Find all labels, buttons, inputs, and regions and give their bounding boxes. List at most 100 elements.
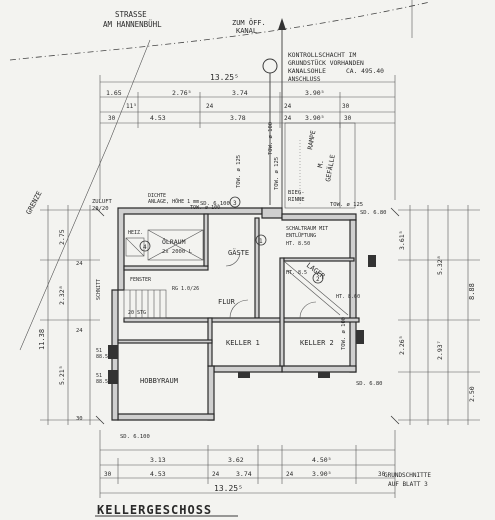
top-dimension-lines (99, 75, 396, 200)
top-dim-4: 3.90⁵ (305, 89, 325, 97)
schalt-label-2: ENTLÜFTUNG (286, 232, 316, 239)
ref-level-4: SD. 6.80 (356, 381, 383, 387)
fenster-label: FENSTER (130, 277, 152, 283)
dichte-label-1: DICHTE (148, 193, 166, 199)
rohr-label: RG 1.0/26 (172, 286, 199, 292)
lager-diagonal (284, 261, 349, 316)
treppe-label: 20 STG (128, 310, 146, 316)
tow-label-4: TOW. ø 125 (236, 155, 242, 188)
kontroll-line-5: ANSCHLUSS (288, 76, 321, 83)
tow-label-1: TOW. ø 125 (274, 157, 280, 190)
top-dim-2: 2.76⁵ (172, 89, 192, 97)
kontroll-line-1: KONTROLLSCHACHT IM (288, 52, 356, 59)
ref-level-3: SD. 6.100 (200, 201, 230, 207)
bottom-dim-8: 24 (286, 471, 294, 478)
right-dim-4: 2.26⁵ (398, 335, 406, 355)
basement-outline (111, 207, 357, 421)
oelraum-label-1: ÖLRAUM (162, 237, 186, 246)
dichte-label-2: ANLAGE, HÖHE 1 mm (148, 198, 199, 205)
window-size-1: 51 (96, 348, 102, 354)
left-dim-7: 24 (76, 328, 83, 334)
marker-2: 2 (316, 276, 320, 283)
basement-windows (108, 255, 376, 384)
schnitte-label-1: GRUNDSCHNITTE (384, 472, 431, 479)
street-name: AM HANNENBÜHL (103, 20, 162, 29)
kanal-label-1: ZUM ÖFF. (232, 18, 266, 27)
window-size-3: 88.5 (96, 354, 108, 360)
axis-ticks (95, 207, 400, 425)
room-hobby: HOBBYRAUM (140, 377, 178, 385)
street-label: STRASSE (115, 10, 147, 19)
stairs (123, 289, 167, 319)
top-dim-5: 11⁵ (126, 103, 137, 110)
bottom-dim-5: 4.53 (150, 470, 166, 478)
schnitt-label: SCHNITT (96, 279, 102, 300)
left-dim-4: 5.21⁵ (58, 365, 66, 385)
left-dim-1: 2.75 (58, 229, 66, 245)
zuluft-label-2: 20/20 (92, 206, 109, 212)
ht-label-2: HT. 8.5 (286, 270, 307, 276)
room-keller2: KELLER 2 (300, 339, 334, 347)
right-dim-6: 2.50 (468, 386, 476, 402)
oil-tank (147, 229, 204, 261)
top-dim-1: 1.65 (106, 89, 122, 97)
window-size-4: 88.5 (96, 379, 108, 385)
right-dimension-lines (398, 205, 480, 425)
marker-1: 1 (259, 238, 263, 245)
schnitte-label-2: AUF BLATT 3 (388, 481, 428, 488)
ref-level-1: SD. 6.100 (120, 434, 150, 440)
ramp-outline (284, 122, 356, 209)
zuluft-label-1: ZULUFT (92, 199, 113, 205)
left-dimension-lines (40, 205, 100, 425)
room-flur: FLUR (218, 298, 236, 306)
left-dim-5: 24 (76, 261, 83, 267)
marker-3: 3 (233, 200, 237, 207)
right-dim-1: 3.61⁵ (398, 230, 406, 250)
marker-4: 4 (143, 244, 147, 251)
bottom-dim-9: 3.90⁵ (312, 470, 332, 478)
schalt-label-1: SCHALTRAUM MIT (286, 226, 328, 232)
top-dim-13: 24 (284, 115, 292, 122)
top-dim-7: 24 (284, 103, 292, 110)
bieg-label-2: RINNE (288, 197, 305, 203)
bottom-dimension-lines (99, 430, 396, 498)
grenze-line (19, 39, 151, 351)
bottom-dim-2: 3.62 (228, 456, 244, 464)
heiz-label: HEIZ. (128, 230, 143, 236)
ht-label-1: HT. 8.50 (286, 241, 310, 247)
bottom-dim-7: 3.74 (236, 470, 252, 478)
dichte-label-3: TOW. ø 100 (190, 205, 220, 211)
kontrollschacht-icon (262, 58, 278, 74)
bottom-dim-6: 24 (212, 471, 220, 478)
plan-title: KELLERGESCHOSS (97, 503, 212, 517)
tow-label-3: TOW. ø 125 (330, 202, 363, 208)
rampe-label-1: RAMPE (306, 130, 317, 151)
room-gaeste: GÄSTE (228, 248, 249, 257)
left-dim-6: 30 (76, 416, 83, 422)
kontroll-line-2: GRUNDSTÜCK VORHANDEN (288, 58, 364, 67)
tow-label-2: TOW. ø 100 (268, 122, 274, 155)
top-dim-6: 24 (206, 103, 214, 110)
top-dim-12: 30 (108, 115, 116, 122)
ht-label-3: HT. 8.60 (336, 294, 360, 300)
top-dim-9: 4.53 (150, 114, 166, 122)
bottom-total-dim: 13.25⁵ (214, 484, 243, 493)
heater-box (125, 237, 145, 257)
bieg-label-1: BIEG- (288, 190, 305, 196)
kanal-label-2: KANAL (236, 27, 257, 35)
left-dim-3: 11.38 (38, 329, 46, 350)
top-dim-14: 30 (344, 115, 352, 122)
grenze-label: GRENZE (25, 190, 44, 216)
top-total-dim: 13.25⁵ (210, 73, 239, 82)
rampe-label-3: GEFÄLLE (323, 154, 337, 183)
left-dim-2: 2.32⁸ (58, 285, 66, 305)
kanal-arrow-icon (278, 18, 286, 30)
right-dim-2: 5.32⁸ (436, 255, 444, 275)
bottom-dim-3: 4.50⁵ (312, 456, 332, 464)
kontroll-line-4: CA. 495.40 (346, 68, 384, 75)
ref-level-2: SD. 6.80 (360, 210, 387, 216)
kontroll-line-3: KANALSOHLE (288, 68, 326, 75)
bottom-dim-10: 30 (378, 471, 386, 478)
